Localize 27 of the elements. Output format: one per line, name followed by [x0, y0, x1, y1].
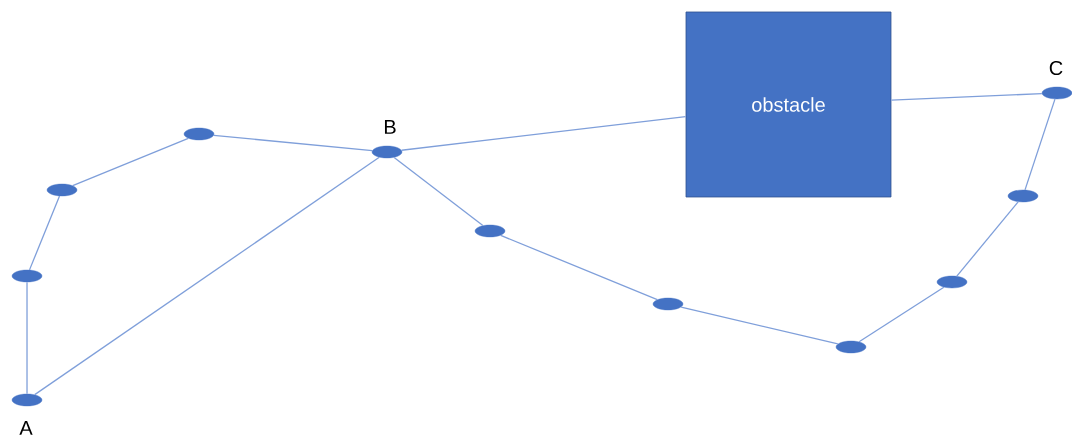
connector-line — [1024, 98, 1056, 191]
connector-line — [858, 286, 945, 343]
connector-line — [26, 281, 28, 395]
connector-line — [890, 93, 1043, 101]
connector-line — [213, 134, 373, 152]
obstacle-box: obstacle — [685, 11, 892, 198]
waypoint-dot — [183, 127, 215, 141]
connector-line — [72, 137, 189, 187]
point-label: A — [19, 421, 33, 435]
connector-line — [34, 156, 380, 396]
connector-line — [393, 156, 484, 227]
connector-line — [28, 195, 61, 271]
waypoint-dot — [474, 224, 506, 238]
waypoint-dot — [1007, 189, 1039, 203]
connector-line — [956, 201, 1019, 277]
connector-line — [500, 234, 658, 301]
point-label: B — [385, 120, 396, 134]
waypoint-dot — [11, 269, 43, 283]
waypoint-dot — [652, 297, 684, 311]
waypoint-dot — [11, 393, 43, 407]
connector-line — [400, 116, 687, 151]
waypoint-dot — [46, 183, 78, 197]
connector-line — [680, 306, 839, 345]
waypoint-dot — [371, 145, 403, 159]
point-label: C — [1049, 60, 1063, 76]
waypoint-dot — [936, 275, 968, 289]
waypoint-dot — [835, 340, 867, 354]
